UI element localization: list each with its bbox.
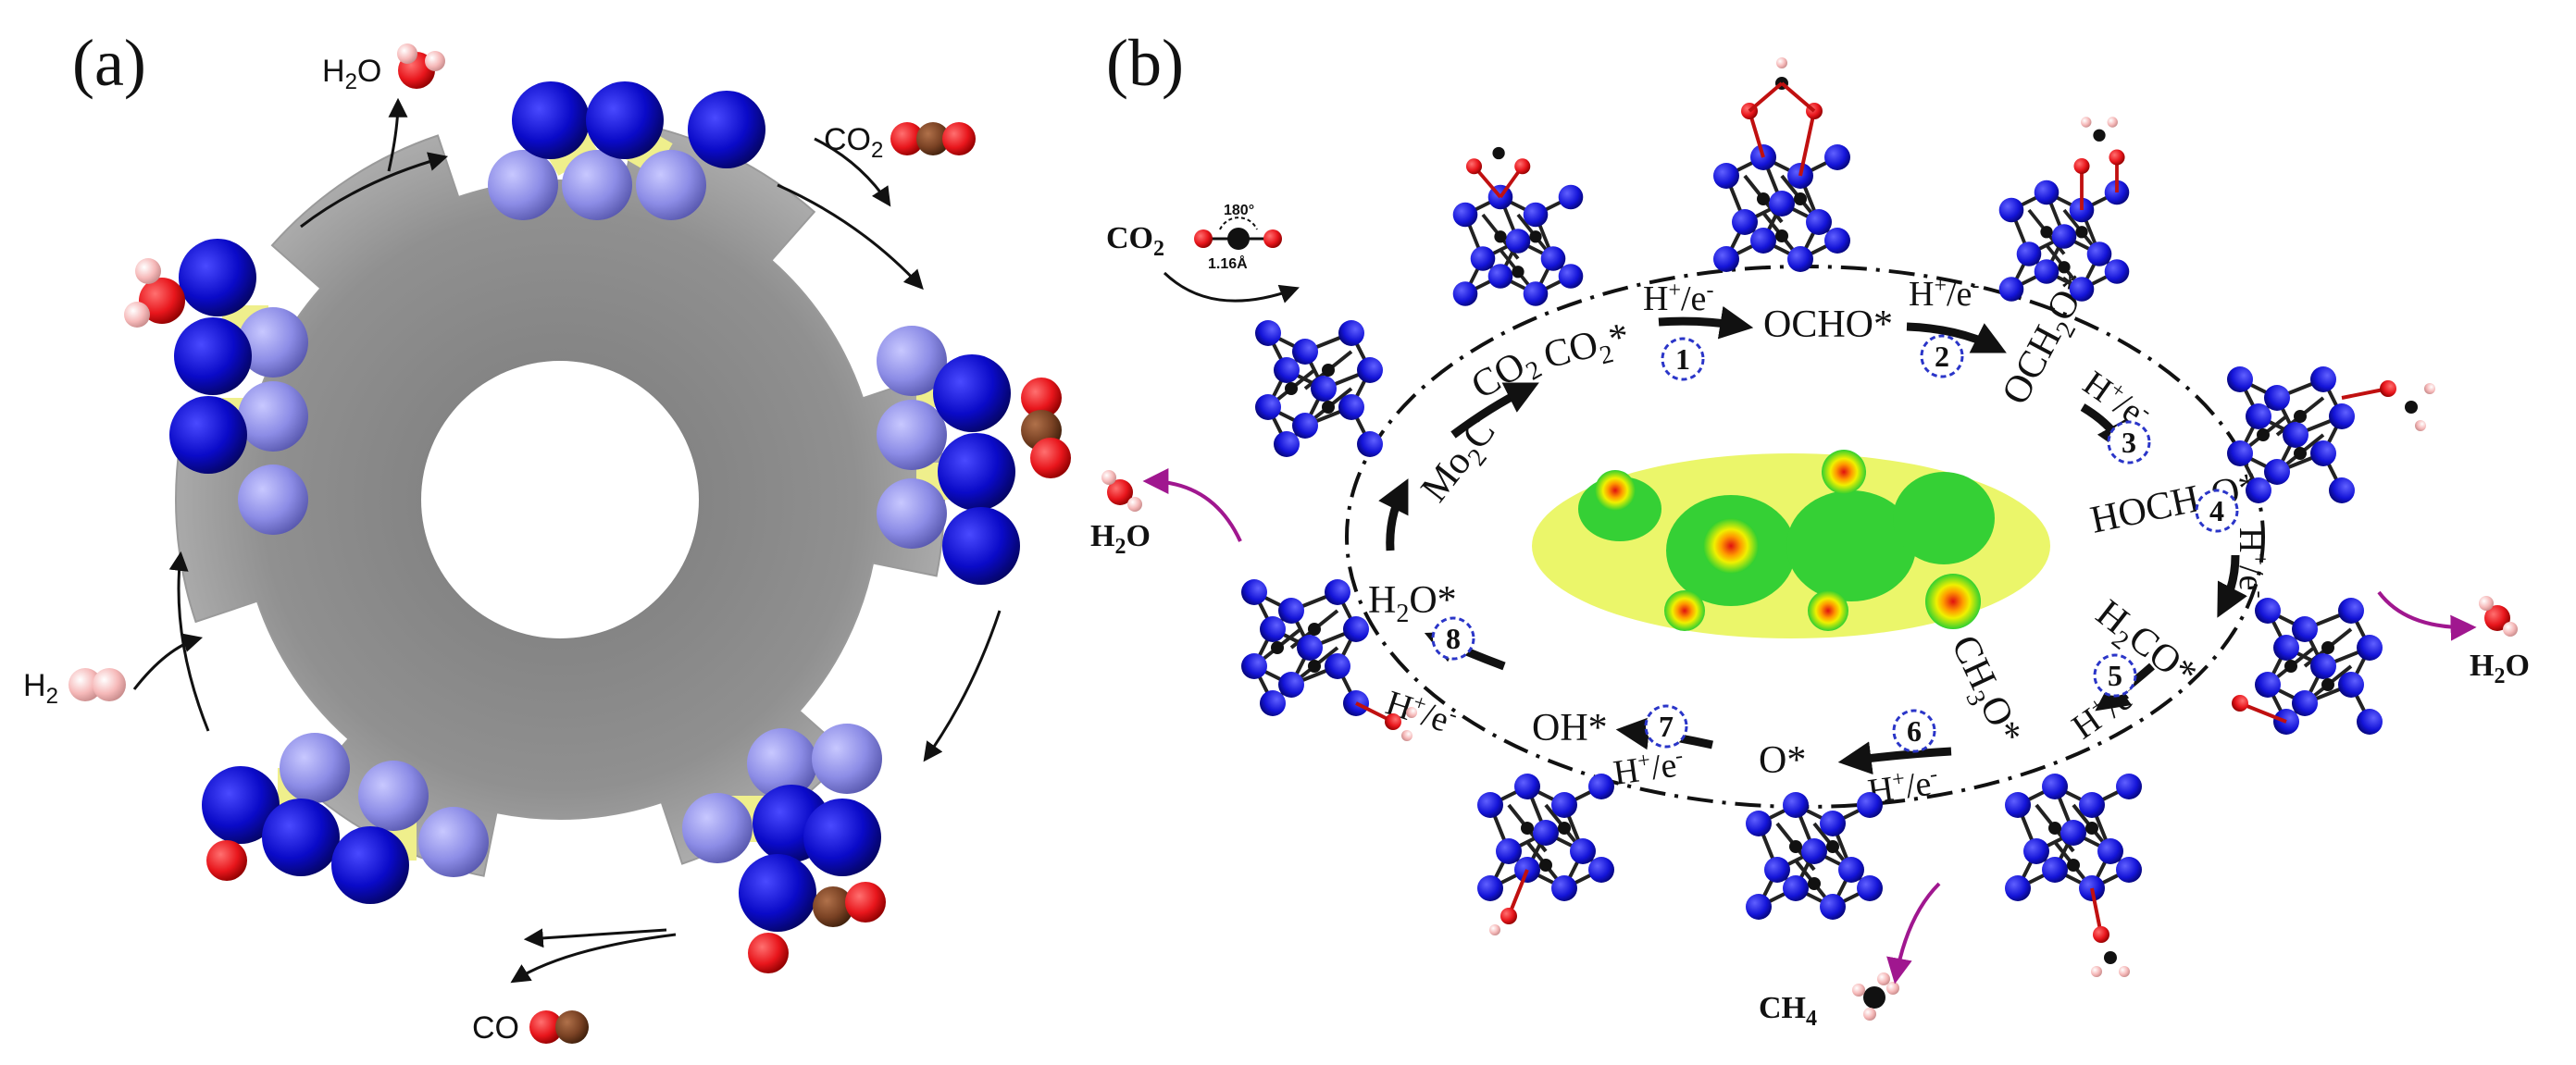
svg-text:CO2: CO2 [824,122,883,163]
ch4-gas: CH4 [1759,882,1941,1031]
arrow-h2o-out [387,97,408,172]
adsorbate-structures [1241,57,2435,977]
panel-a-label: (a) [72,26,146,100]
gear-hole [421,361,699,638]
step-badge-circle [1431,616,1475,661]
step-number: 1 [1675,342,1690,376]
mo2c-structure [2227,366,2435,503]
co-product: CO [472,1010,589,1046]
step-number: 5 [2108,659,2122,692]
step-badge-circle [2093,653,2137,698]
arrow-step-4 [2217,554,2247,618]
gear-icon [175,122,945,877]
step-number: 3 [2122,426,2136,459]
mo2c-structure [1477,774,1614,935]
hplus-label-2: H+/e- [1909,274,1979,314]
mo2c-structure [1452,146,1584,306]
label-co2-star: CO2* [1539,315,1635,383]
arrow-h2-in [132,633,204,690]
step-badge-circle [2107,420,2151,464]
arrow-bottom [523,928,667,948]
label-h2o-star: H2O* [1368,579,1457,628]
co2-gas-left: CO2 180° 1.16Å [1106,203,1300,303]
mo2c-structure [1746,792,1883,920]
label-ch3o: CH3O* [1937,629,2030,754]
arrow-step-6 [1837,741,1952,775]
mo2c-structure [2005,774,2142,977]
arrow-step-2 [1906,322,2007,353]
hplus-label-3: H+/e- [2076,363,2157,436]
arrow-mo2c-to-co2 [1450,382,1539,439]
arrow-co-out [510,933,677,984]
panel-a-cycle-arrows [132,97,1002,984]
mo2c-cluster-bottom-right [682,724,886,973]
panel-a: (a) [23,26,1071,1046]
h2-reactant: H2 [23,668,126,709]
svg-text:1.16Å: 1.16Å [1208,254,1248,272]
svg-text:CO2: CO2 [1106,221,1164,261]
mo2c-cluster-top [488,81,765,220]
arrow-top-left [300,152,449,229]
step-badge-circle [1920,334,1964,378]
mo2c-cluster-right [877,326,1071,585]
mo2c-structure [1241,579,1417,741]
arrow-right [923,610,1002,762]
label-o-star: O* [1759,739,1806,782]
hplus-label-8: H+/e- [1381,683,1461,743]
step-number: 8 [1446,622,1461,655]
arrow-h2o-to-mo2c [1378,478,1409,551]
step-badge-circle [2195,489,2239,533]
mo2c-structure [1713,57,1850,272]
co2-reactant: CO2 [824,122,976,163]
svg-text:CH4: CH4 [1759,991,1817,1031]
h2o-product-top: H2O [322,43,445,94]
step-badge-circle [1644,704,1688,749]
mo2c-structure [1998,117,2130,302]
step-badge-circle [1892,709,1936,753]
svg-text:H2O: H2O [2470,649,2530,688]
step-number: 2 [1935,340,1949,373]
h2o-gas-right: H2O [2377,590,2530,688]
arrow-top-right [777,183,924,291]
h2o-gas-left: H2O [1090,468,1242,559]
mo2c-structure [1255,320,1383,457]
step-badge-circle [1661,337,1705,381]
proton-electron-labels: H+/e- H+/e- H+/e- H+/e- H+/e- H+/e- H+/e… [1381,274,2271,811]
label-oh-star: OH* [1532,707,1608,749]
svg-text:180°: 180° [1224,203,1254,218]
hplus-label-4: H+/e- [2232,527,2271,598]
svg-text:CO: CO [472,1010,519,1046]
step-badges: 1 2 3 4 5 6 7 8 [1431,334,2239,753]
arrow-step-1 [1658,305,1754,340]
mo2c-cluster-left [124,239,308,535]
charge-density-slab [1532,450,2050,638]
arrow-co2-in [814,137,891,207]
svg-text:H2O: H2O [322,54,381,94]
step-number: 7 [1659,710,1674,743]
label-ocho: OCHO* [1763,303,1893,346]
hplus-label-7: H+/e- [1611,744,1686,793]
panel-b-label: (b) [1106,26,1184,100]
mo2c-cluster-bottom-left [202,733,489,904]
step-number: 6 [1907,714,1922,748]
svg-text:H2O: H2O [1090,519,1151,559]
hplus-label-1: H+/e- [1643,279,1713,318]
panel-b: (b) Mo2C CO2 CO2* OCHO* OCH2O* HOCH2O* H… [1090,26,2530,1031]
svg-text:H2: H2 [23,668,58,709]
step-number: 4 [2209,494,2224,527]
mo2c-structure [2232,598,2383,735]
